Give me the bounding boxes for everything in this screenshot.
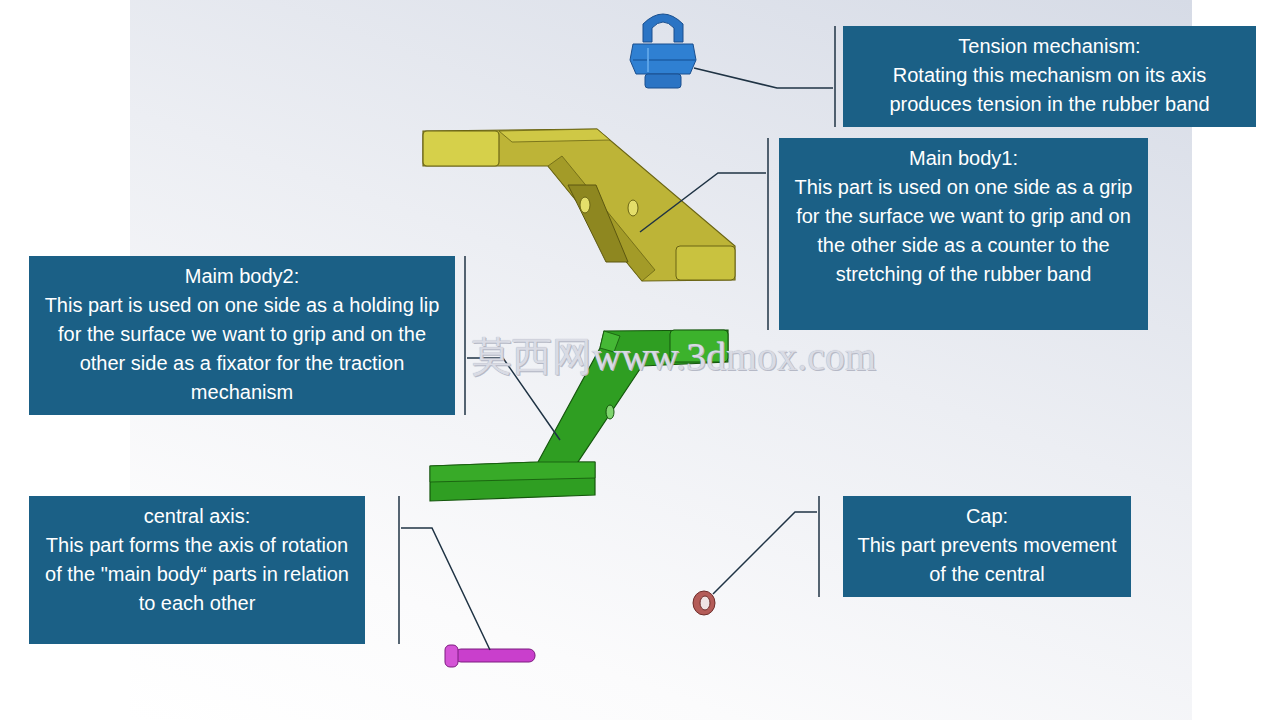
leader-line [713,512,817,594]
bracket-line [398,496,400,644]
callout-box: Tension mechanism:Rotating this mechanis… [843,26,1256,127]
bracket-line [767,138,769,330]
callout-heading: Maim body2: [37,262,447,291]
callout-description: This part forms the axis of rotation of … [37,531,357,618]
callout-box: Main body1:This part is used on one side… [779,138,1148,330]
leader-line [694,68,833,88]
callout-box: Maim body2:This part is used on one side… [29,256,455,415]
callout-description: Rotating this mechanism on its axis prod… [851,61,1248,119]
callout-description: This part is used on one side as a holdi… [37,291,447,407]
bracket-line [818,496,820,597]
callout-description: This part is used on one side as a grip … [787,173,1140,289]
callout-heading: central axis: [37,502,357,531]
leader-line [401,528,490,650]
bracket-line [464,256,466,415]
callout-heading: Tension mechanism: [851,32,1248,61]
callout-box: Cap:This part prevents movement of the c… [843,496,1131,597]
watermark: 莫西网www.3dmox.com [472,334,876,380]
cap-part [693,591,715,615]
tension-mechanism-part [630,14,696,88]
bracket-line [834,26,836,127]
callout-heading: Main body1: [787,144,1140,173]
leader-line [640,173,766,232]
callout-heading: Cap: [851,502,1123,531]
callout-box: central axis:This part forms the axis of… [29,496,365,644]
main-body1-part [423,129,735,281]
callout-description: This part prevents movement of the centr… [851,531,1123,589]
